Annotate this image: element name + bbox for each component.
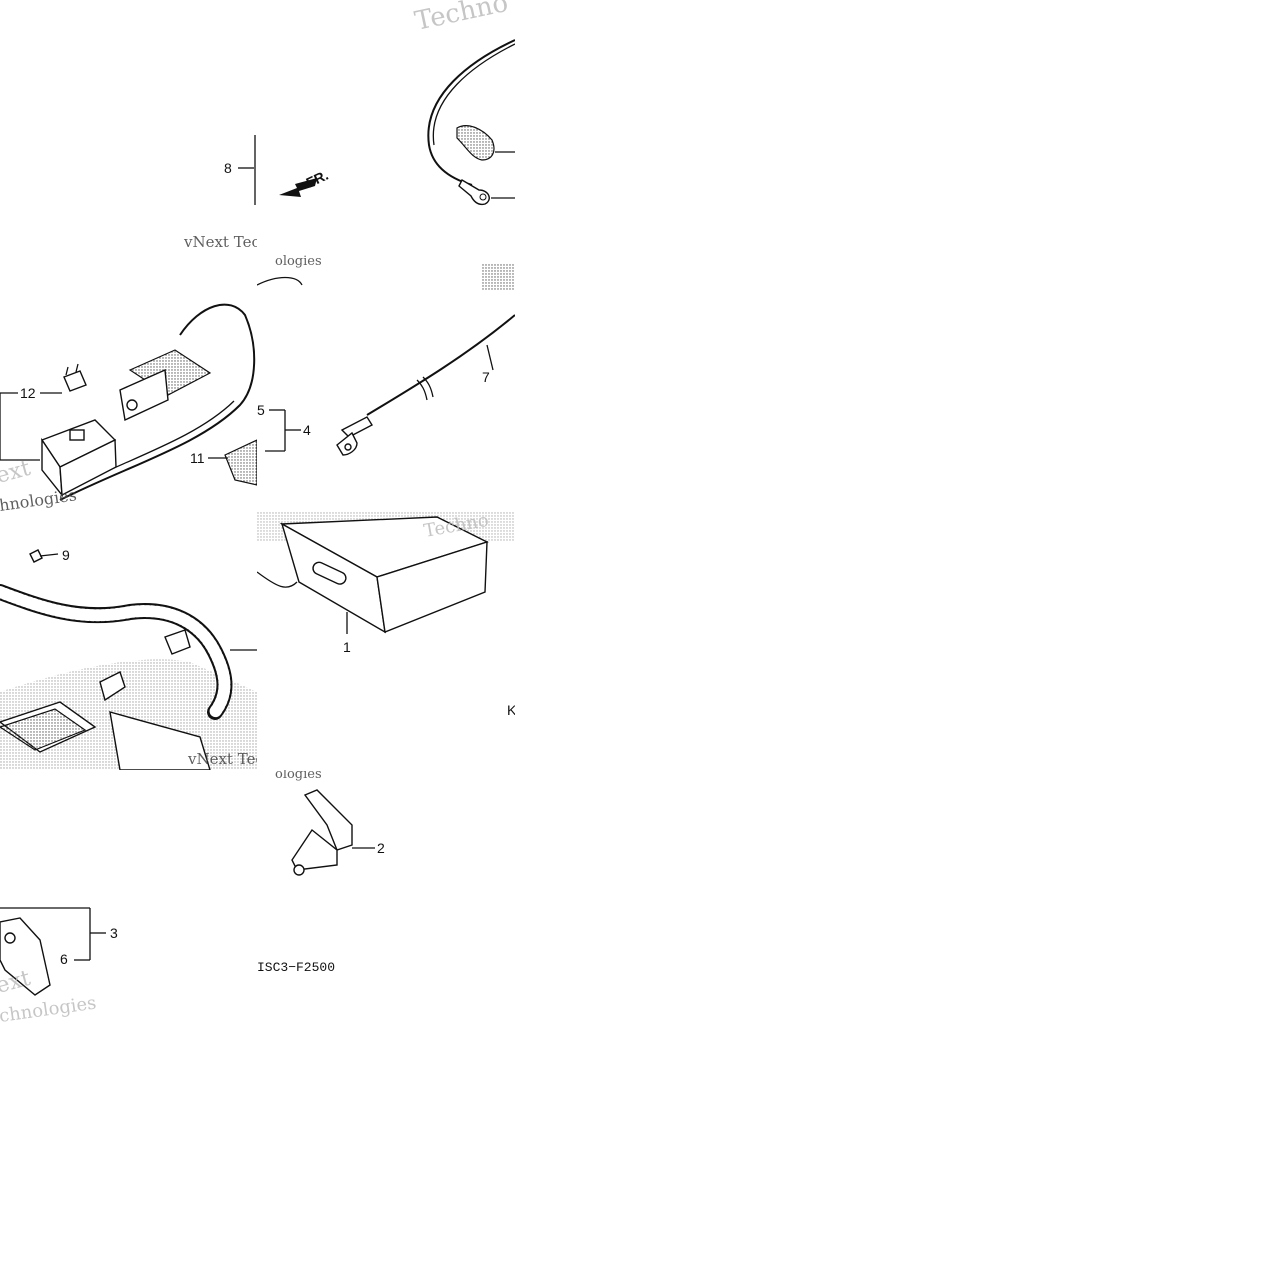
fuse-icon [63,363,87,392]
battery-icon [279,516,489,634]
callout-4: 4 [303,422,311,438]
ring-terminal-icon [458,179,515,206]
callout-12: 12 [20,385,36,401]
callout-7: 7 [482,369,490,385]
cable-terminal-icon [336,416,373,456]
tile-callout-8: 8 [210,130,257,210]
callout-2: 2 [377,840,385,856]
connector-icon [119,349,212,422]
callout-1: 1 [343,639,351,655]
tile-watermark-strip: vNext Tec [180,205,257,255]
tile-battery-tray: 9 vNext Tec [0,512,257,770]
callout-9: 9 [62,547,70,563]
callout-6: 6 [60,951,68,967]
relay-icon [40,419,117,498]
watermark-text: vNext Tec [183,233,257,251]
watermark-text: ext [0,456,33,489]
tile-bracket-3-6: 3 6 ext chnologies [0,770,257,1025]
bracket-icon [291,789,353,876]
callout-3: 3 [110,925,118,941]
front-arrow-label: FR. [304,167,331,191]
tile-bracket-2: ologies 2 ISC3−F2500 [257,770,515,1025]
terminal-cap-icon [456,125,515,161]
watermark-text: hnologies [0,485,78,512]
tile-relay-harness: 12 11 ext hnologies [0,255,257,512]
clamp-icon [99,629,191,702]
callout-5: 5 [257,402,265,418]
bracket-icon [224,439,257,486]
front-arrow-icon: FR. [279,167,331,197]
tile-battery: 1 K Techno [257,512,515,770]
watermark-text: ologies [275,770,322,782]
watermark-text: Techno [412,0,511,37]
watermark-text: vNext Tec [187,750,257,768]
tile-battery-cable-top: Techno FR. [257,0,515,255]
callout-11: 11 [190,450,205,466]
callout-8: 8 [224,160,232,176]
cover-icon [0,917,51,996]
watermark-text: ologies [275,255,322,269]
cut-letter: K [507,702,515,718]
bolt-icon [29,549,59,563]
tile-ground-cable: ologies 7 5 4 [257,255,515,512]
diagram-code: ISC3−F2500 [257,960,335,975]
watermark-text: chnologies [0,993,98,1025]
